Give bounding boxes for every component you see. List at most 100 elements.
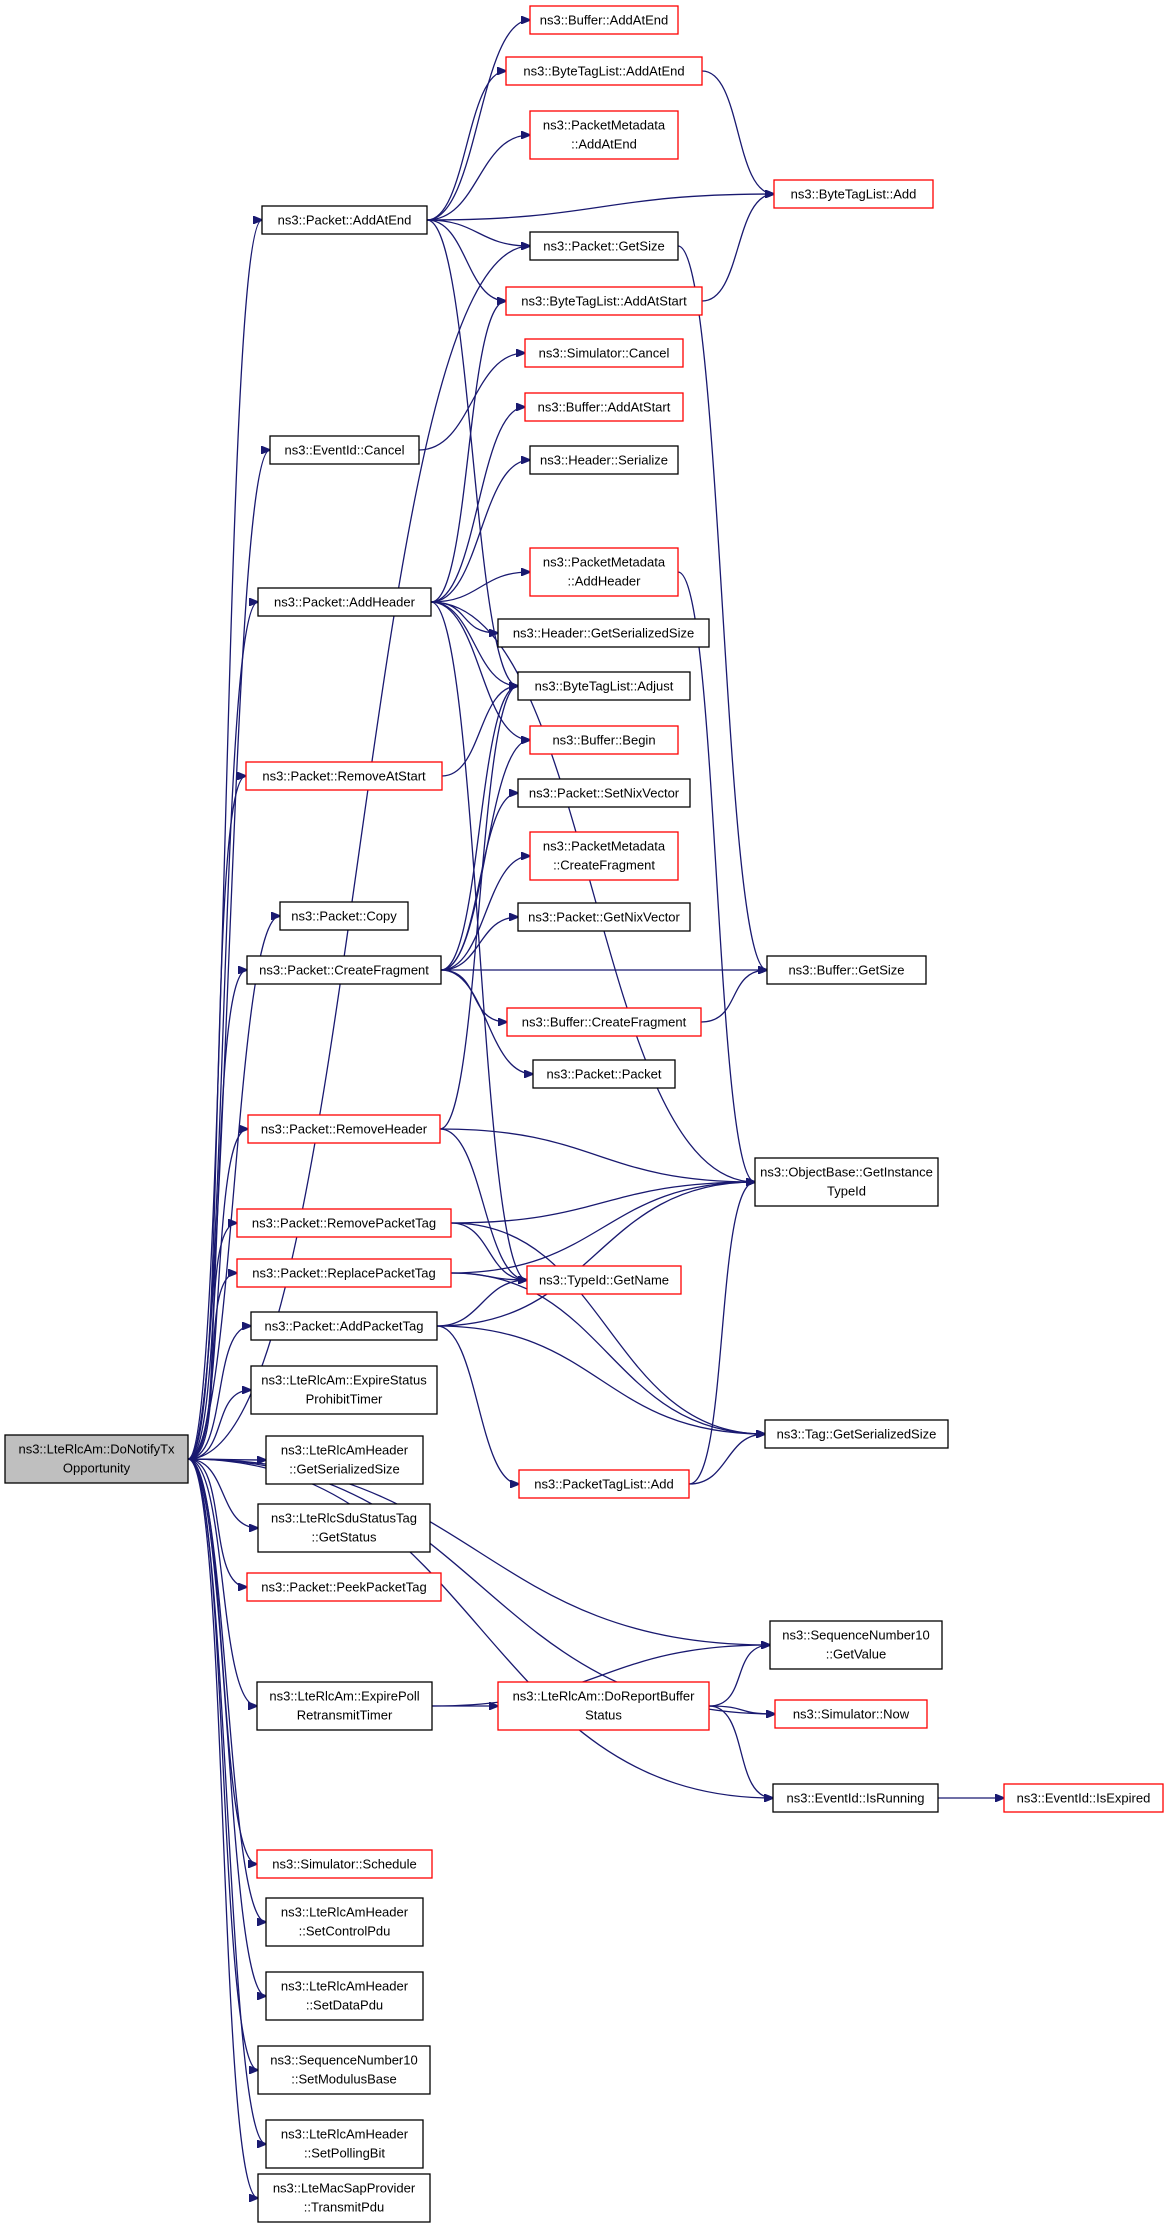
node-pkt-addpackettag[interactable]: ns3::Packet::AddPacketTag [250,1311,438,1341]
node-label: ns3::Packet::CreateFragment [259,962,429,977]
edge-root-to-pkt-addpackettag [187,1326,251,1460]
node-box [279,901,409,931]
node-evt-cancel[interactable]: ns3::EventId::Cancel [269,435,420,465]
node-hdr-getserializedsize[interactable]: ns3::Header::GetSerializedSize [497,618,710,648]
node-label: ns3::Packet::GetNixVector [528,909,680,924]
edge-pkt-addpackettag-to-tag-getserializedsize [436,1325,765,1434]
node-label: ns3::Simulator::Cancel [539,345,670,360]
node-lmsp-transmitpdu[interactable]: ns3::LteMacSapProvider::TransmitPdu [257,2173,431,2223]
node-label: ns3::Tag::GetSerializedSize [777,1426,937,1441]
node-label: ::SetDataPdu [306,1997,383,2012]
node-label: ns3::SequenceNumber10 [782,1627,929,1642]
node-box [247,1114,441,1144]
node-buf-createfragment[interactable]: ns3::Buffer::CreateFragment [506,1007,702,1037]
node-pm-addheader[interactable]: ns3::PacketMetadata::AddHeader [529,547,679,597]
edge-root-to-pkt-removeatstart [187,776,246,1460]
node-box [526,1265,682,1295]
node-hdr-serialize[interactable]: ns3::Header::Serialize [529,445,679,475]
node-pkt-replacepackettag[interactable]: ns3::Packet::ReplacePacketTag [236,1258,452,1288]
node-label: Status [585,1707,622,1722]
node-box [529,547,679,597]
node-ptl-add[interactable]: ns3::PacketTagList::Add [518,1469,690,1499]
node-btl-adjust[interactable]: ns3::ByteTagList::Adjust [517,671,691,701]
node-pkt-removeheader[interactable]: ns3::Packet::RemoveHeader [247,1114,441,1144]
node-box [256,1849,433,1879]
edge-pkt-createfragment-to-pkt-getnixvector [440,917,518,971]
node-lrah-setcontrolpdu[interactable]: ns3::LteRlcAmHeader::SetControlPdu [265,1897,424,1947]
node-label: ns3::Packet::RemoveHeader [261,1121,428,1136]
node-btl-add[interactable]: ns3::ByteTagList::Add [773,179,934,209]
node-label: ProhibitTimer [306,1391,383,1406]
edge-pkt-addpackettag-to-typeid-getname [436,1280,527,1327]
node-typeid-getname[interactable]: ns3::TypeId::GetName [526,1265,682,1295]
edge-pkt-addheader-to-typeid-getname [430,601,527,1280]
node-box [524,338,684,368]
node-tag-getserializedsize[interactable]: ns3::Tag::GetSerializedSize [764,1419,949,1449]
node-box [517,671,691,701]
node-box [245,761,443,791]
node-label: ns3::TypeId::GetName [539,1272,669,1287]
node-box [766,955,927,985]
node-pm-addatend[interactable]: ns3::PacketMetadata::AddAtEnd [529,110,679,160]
node-evt-isrunning[interactable]: ns3::EventId::IsRunning [772,1783,939,1813]
edge-btl-addatstart-to-btl-add [701,194,774,302]
edge-root-to-lra-expirepoll [187,1458,257,1706]
node-pkt-addatend[interactable]: ns3::Packet::AddAtEnd [261,205,428,235]
node-pkt-copy[interactable]: ns3::Packet::Copy [279,901,409,931]
node-evt-isexpired[interactable]: ns3::EventId::IsExpired [1003,1783,1164,1813]
edge-pkt-removeheader-to-btl-adjust [439,686,518,1130]
node-lrah-setdatapdu[interactable]: ns3::LteRlcAmHeader::SetDataPdu [265,1971,424,2021]
node-box [236,1258,452,1288]
node-buf-addatend[interactable]: ns3::Buffer::AddAtEnd [529,5,679,35]
node-lrah-getserializedsize[interactable]: ns3::LteRlcAmHeader::GetSerializedSize [265,1435,424,1485]
node-sim-schedule[interactable]: ns3::Simulator::Schedule [256,1849,433,1879]
node-box [754,1157,939,1207]
node-pkt-getsize[interactable]: ns3::Packet::GetSize [529,231,679,261]
node-box [261,205,428,235]
node-buf-begin[interactable]: ns3::Buffer::Begin [529,725,679,755]
node-box [4,1434,189,1484]
node-sn10-setmodulusbase[interactable]: ns3::SequenceNumber10::SetModulusBase [257,2045,431,2095]
node-pkt-createfragment[interactable]: ns3::Packet::CreateFragment [246,955,442,985]
edge-pkt-createfragment-to-pm-createfragment [440,856,530,971]
node-lrss-getstatus[interactable]: ns3::LteRlcSduStatusTag::GetStatus [257,1503,431,1553]
edge-root-to-lrah-setdatapdu [187,1458,266,1996]
node-pkt-getnixvector[interactable]: ns3::Packet::GetNixVector [517,902,691,932]
node-box [497,618,710,648]
node-box [246,1572,442,1602]
node-label: ns3::ByteTagList::Add [791,186,917,201]
edge-pkt-addatend-to-btl-addatstart [426,219,506,301]
node-lrah-setpollingbit[interactable]: ns3::LteRlcAmHeader::SetPollingBit [265,2119,424,2169]
node-sim-cancel[interactable]: ns3::Simulator::Cancel [524,338,684,368]
node-pkt-packet[interactable]: ns3::Packet::Packet [532,1059,676,1089]
node-sim-now[interactable]: ns3::Simulator::Now [774,1699,928,1729]
node-pkt-setnixvector[interactable]: ns3::Packet::SetNixVector [517,778,691,808]
edge-pkt-addatend-to-pm-addatend [426,135,530,221]
node-label: ns3::LteRlcAm::ExpirePoll [269,1688,419,1703]
node-pm-createfragment[interactable]: ns3::PacketMetadata::CreateFragment [529,831,679,881]
node-box [506,1007,702,1037]
edge-btl-addatend-to-btl-add [701,70,774,194]
edge-lra-doreportbuffer-to-sim-now [708,1705,775,1714]
node-label: ns3::Packet::ReplacePacketTag [252,1265,436,1280]
node-buf-getsize[interactable]: ns3::Buffer::GetSize [766,955,927,985]
node-pkt-removeatstart[interactable]: ns3::Packet::RemoveAtStart [245,761,443,791]
node-pkt-addheader[interactable]: ns3::Packet::AddHeader [257,587,432,617]
edge-pkt-addpackettag-to-ob-getinstancetypeid [436,1182,755,1327]
edge-pkt-addheader-to-pm-addheader [430,572,530,603]
node-sn10-getvalue[interactable]: ns3::SequenceNumber10::GetValue [769,1620,943,1670]
node-pkt-removepackettag[interactable]: ns3::Packet::RemovePacketTag [236,1208,452,1238]
node-pkt-peekpackettag[interactable]: ns3::Packet::PeekPacketTag [246,1572,442,1602]
edge-root-to-pkt-removepackettag [187,1223,237,1460]
node-btl-addatend[interactable]: ns3::ByteTagList::AddAtEnd [505,56,703,86]
edge-pkt-getsize-to-buf-getsize [677,245,767,970]
node-box [517,902,691,932]
node-buf-addatstart[interactable]: ns3::Buffer::AddAtStart [524,392,684,422]
node-btl-addatstart[interactable]: ns3::ByteTagList::AddAtStart [505,286,703,316]
node-box [764,1419,949,1449]
